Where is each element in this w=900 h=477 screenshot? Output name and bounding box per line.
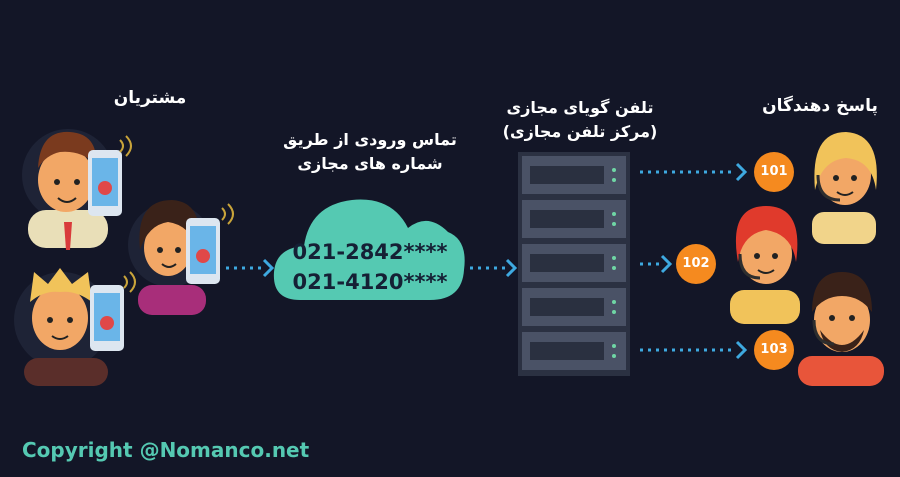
arrow-icon xyxy=(640,254,673,274)
agent-avatar xyxy=(798,272,884,386)
agent-avatar xyxy=(730,206,800,324)
cloud-icon xyxy=(273,199,465,300)
customers-label: مشتریان xyxy=(113,88,187,108)
extension-label-103: 103 xyxy=(760,342,788,357)
customer-avatar xyxy=(14,268,110,386)
phone-icon xyxy=(90,271,136,351)
extension-badge-103 xyxy=(754,330,794,370)
arrow-icon xyxy=(226,258,275,278)
arrow-icon xyxy=(470,258,518,278)
arrow-icon xyxy=(640,162,748,182)
arrow-icon xyxy=(640,340,748,360)
phone-icon xyxy=(186,203,234,284)
server-rack-icon xyxy=(518,152,630,376)
agents-label: پاسخ دهندگان xyxy=(762,96,878,116)
incoming-call-label-line1: تماس ورودی از طریق xyxy=(283,130,457,149)
extension-label-101: 101 xyxy=(760,164,788,179)
extension-badge-101 xyxy=(754,152,794,192)
extension-label-102: 102 xyxy=(682,256,710,271)
virtual-pbx-label-line2: (مرکز تلفن مجازی) xyxy=(502,122,658,141)
phone-icon xyxy=(88,135,132,216)
virtual-pbx-label: تلفن گویای مجازی (مرکز تلفن مجازی) xyxy=(490,96,670,144)
incoming-call-label-line2: شماره های مجازی xyxy=(297,154,443,173)
copyright-text: Copyright @Nomanco.net xyxy=(22,438,310,462)
incoming-call-label: تماس ورودی از طریق شماره های مجازی xyxy=(265,128,475,176)
virtual-pbx-label-line1: تلفن گویای مجازی xyxy=(506,98,654,117)
agent-avatar xyxy=(812,132,877,244)
virtual-number-2: 021-4120**** xyxy=(292,270,448,294)
virtual-number-1: 021-2842**** xyxy=(292,240,448,264)
extension-badge-102 xyxy=(676,244,716,284)
